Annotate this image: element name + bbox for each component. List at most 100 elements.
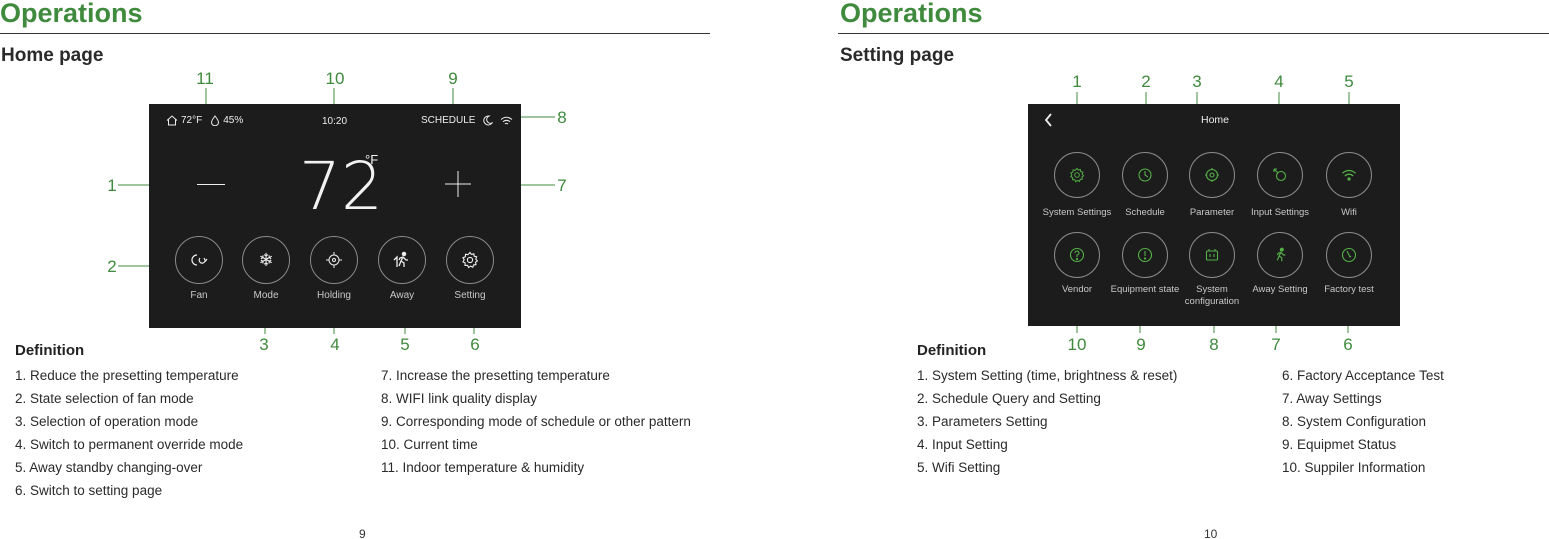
fan-button[interactable] (175, 236, 223, 284)
right-page-title: Setting page (840, 45, 955, 66)
right-definitions-col1: 1. System Setting (time, brightness & re… (917, 364, 1177, 479)
holding-button[interactable] (310, 236, 358, 284)
schedule-button[interactable] (1122, 152, 1168, 198)
parameter-button[interactable] (1189, 152, 1235, 198)
wifi-button[interactable] (1326, 152, 1372, 198)
holding-label: Holding (317, 290, 351, 301)
left-definitions-col2: 7. Increase the presetting temperature 8… (381, 364, 691, 479)
indoor-temp: 72°F (181, 115, 203, 126)
definition-item: 8. System Configuration (1282, 414, 1427, 429)
input-settings-button[interactable] (1257, 152, 1303, 198)
callout-9: 9 (448, 69, 458, 88)
equipment-state-label: Equipment state (1110, 284, 1180, 295)
callout-4: 4 (330, 335, 340, 354)
callout-6: 6 (470, 335, 480, 354)
definition-item: 8. WIFI link quality display (381, 391, 538, 406)
left-section-title: Operations (0, 0, 143, 28)
wifi-icon (1341, 169, 1357, 181)
definition-item: 9. Equipmet Status (1282, 437, 1397, 452)
definition-item: 11. Indoor temperature & humidity (381, 460, 585, 475)
home-icon (166, 115, 178, 126)
current-time: 10:20 (322, 116, 348, 127)
callout-9: 9 (1136, 335, 1146, 354)
droplet-icon (211, 115, 220, 126)
setting-button[interactable] (446, 236, 494, 284)
callout-2: 2 (107, 257, 117, 276)
callout-11: 11 (196, 69, 214, 88)
screen-header-title: Home (1201, 114, 1230, 126)
mode-button[interactable]: ❄ (242, 236, 290, 284)
info-icon (1137, 247, 1153, 263)
callout-10: 10 (1067, 335, 1087, 354)
humidity: 45% (223, 115, 244, 126)
factory-test-button[interactable] (1326, 232, 1372, 278)
definition-item: 2. Schedule Query and Setting (917, 391, 1101, 406)
wifi-label: Wifi (1341, 207, 1357, 218)
callout-2: 2 (1141, 72, 1151, 91)
right-title-rule (838, 33, 1549, 34)
system-settings-button[interactable] (1054, 152, 1100, 198)
left-title-rule (0, 33, 710, 34)
mode-status: SCHEDULE (421, 115, 513, 126)
equipment-state-button[interactable] (1122, 232, 1168, 278)
callout-6: 6 (1343, 335, 1353, 354)
right-section-title: Operations (840, 0, 983, 28)
factory-test-icon (1341, 247, 1357, 263)
callout-7: 7 (557, 176, 567, 195)
parameter-label: Parameter (1189, 207, 1235, 218)
fan-icon (191, 254, 208, 266)
away-button[interactable] (378, 236, 426, 284)
schedule-label: SCHEDULE (421, 115, 476, 126)
indoor-status: 72°F 45% (166, 115, 243, 126)
away-icon (393, 251, 408, 267)
callout-8: 8 (1209, 335, 1219, 354)
definition-item: 1. Reduce the presetting temperature (15, 368, 239, 383)
gear-icon (1069, 167, 1085, 183)
system-configuration-button[interactable] (1189, 232, 1235, 278)
home-screen: 72°F 45% 10:20 SCHEDULE 72 °F Fan ❄ Mode… (149, 104, 521, 328)
callout-5: 5 (1344, 72, 1354, 91)
right-page-number: 10 (1204, 527, 1218, 539)
decrease-temp-button[interactable] (197, 184, 225, 185)
schedule-label: Schedule (1125, 207, 1165, 218)
right-definition-title: Definition (917, 342, 987, 359)
callout-7: 7 (1271, 335, 1281, 354)
input-settings-icon (1273, 168, 1287, 182)
away-setting-label: Away Setting (1252, 284, 1308, 295)
setting-screen: Home System Settings Schedule Parameter … (1028, 104, 1400, 326)
configuration-icon (1205, 249, 1219, 261)
definition-item: 9. Corresponding mode of schedule or oth… (381, 414, 691, 429)
definition-item: 6. Switch to setting page (15, 483, 163, 498)
setting-label: Setting (454, 290, 486, 301)
increase-temp-button[interactable] (445, 171, 471, 197)
left-page-title: Home page (1, 45, 104, 66)
back-chevron-icon[interactable] (1044, 113, 1054, 127)
definition-item: 10. Current time (381, 437, 478, 452)
definition-item: 5. Away standby changing-over (15, 460, 203, 475)
callout-1: 1 (107, 176, 117, 195)
wifi-icon[interactable] (500, 116, 513, 126)
definition-item: 1. System Setting (time, brightness & re… (917, 368, 1178, 383)
vendor-button[interactable] (1054, 232, 1100, 278)
schedule-icon (1138, 168, 1152, 182)
parameter-icon (1205, 168, 1219, 182)
system-settings-label: System Settings (1042, 207, 1112, 218)
question-icon (1069, 247, 1085, 263)
definition-item: 7. Increase the presetting temperature (381, 368, 610, 383)
away-label: Away (389, 290, 415, 301)
left-definition-title: Definition (15, 342, 85, 359)
away-setting-button[interactable] (1257, 232, 1303, 278)
temp-unit: °F (365, 152, 379, 167)
factory-test-label: Factory test (1324, 284, 1374, 295)
vendor-label: Vendor (1061, 284, 1093, 295)
callout-3: 3 (1192, 72, 1202, 91)
callout-10: 10 (325, 69, 345, 88)
callout-1: 1 (1072, 72, 1082, 91)
left-page-number: 9 (359, 527, 366, 539)
definition-item: 3. Parameters Setting (917, 414, 1048, 429)
away-icon (1276, 247, 1286, 262)
definition-item: 7. Away Settings (1282, 391, 1382, 406)
definition-item: 4. Switch to permanent override mode (15, 437, 244, 452)
left-definitions-col1: 1. Reduce the presetting temperature 2. … (15, 364, 243, 502)
snowflake-icon: ❄ (258, 249, 274, 271)
